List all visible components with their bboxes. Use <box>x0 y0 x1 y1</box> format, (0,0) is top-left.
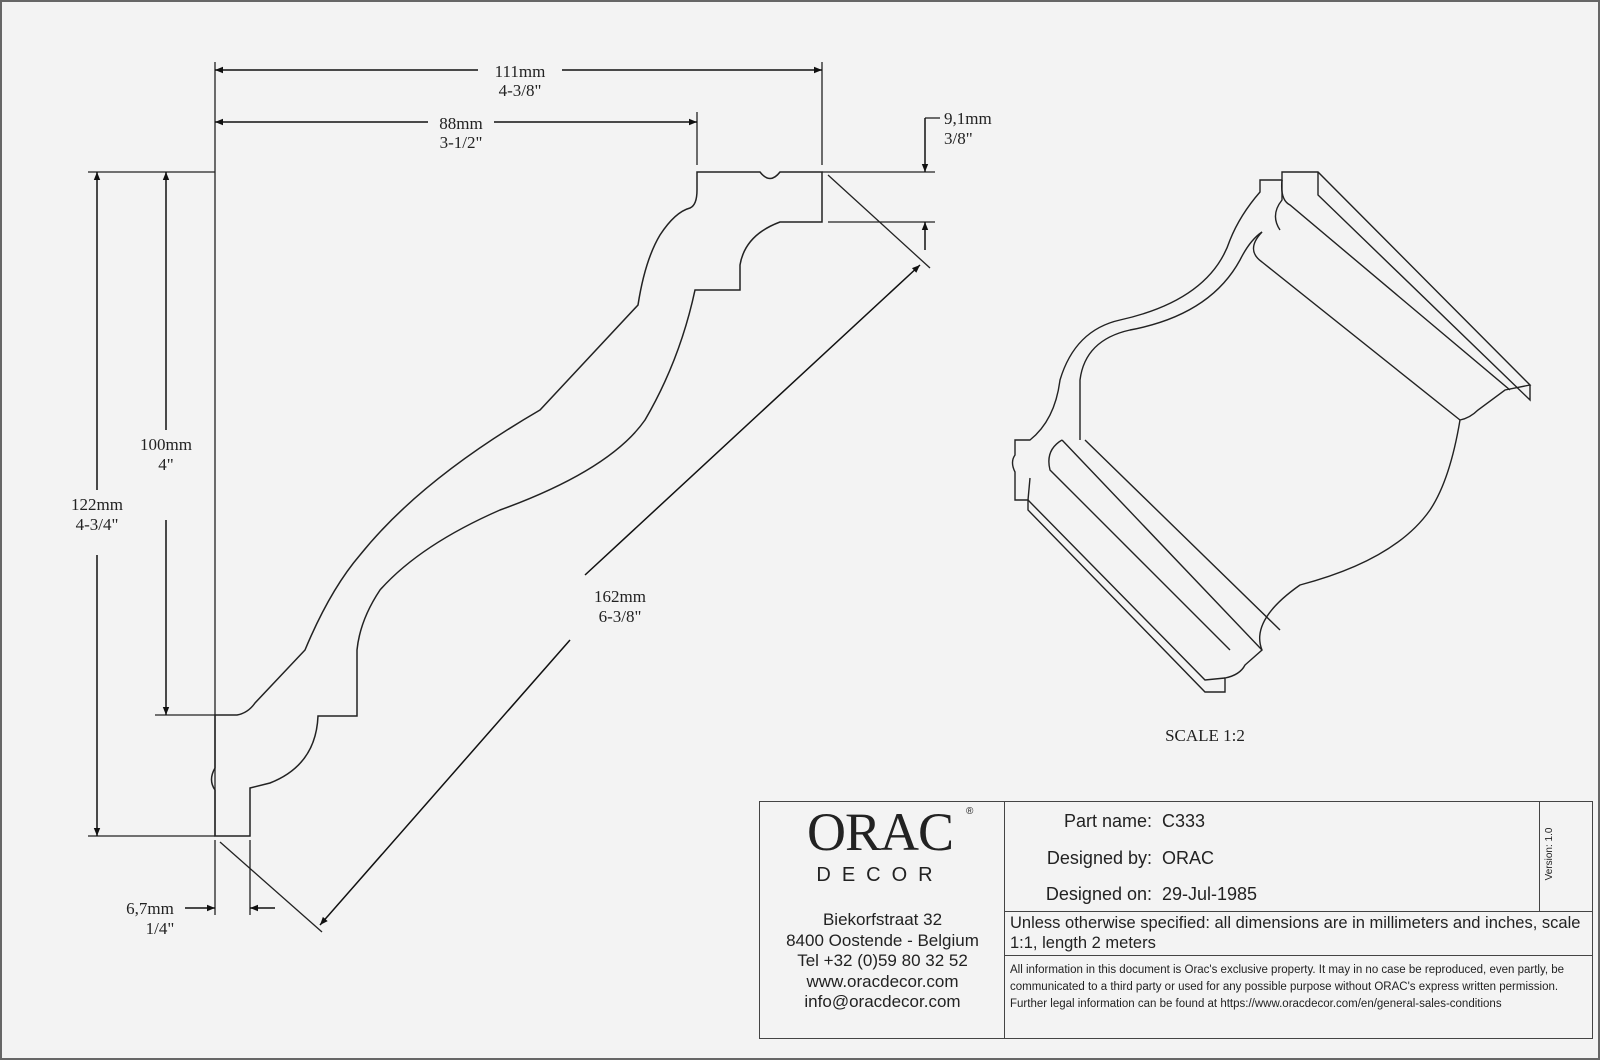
logo-orac: ORAC <box>806 802 954 862</box>
moulding-3d-view <box>1011 171 1532 693</box>
part-name-label: Part name: <box>1063 811 1152 831</box>
designed-by-label: Designed by: <box>1046 848 1152 868</box>
dim-122mm: 122mm <box>71 495 123 514</box>
dim-162-inch: 6-3/8" <box>599 607 642 626</box>
dim-162mm: 162mm <box>594 587 646 606</box>
dimension-labels: 111mm 4-3/8" 88mm 3-1/2" 9,1mm 3/8" 100m… <box>71 62 992 938</box>
dim-100mm: 100mm <box>140 435 192 454</box>
profile-section <box>210 171 823 837</box>
dim-9mm: 9,1mm <box>944 109 992 128</box>
dim-122-inch: 4-3/4" <box>76 515 119 534</box>
dim-9-inch: 3/8" <box>944 129 973 148</box>
dim-6mm: 6,7mm <box>126 899 174 918</box>
dim-111-inch: 4-3/8" <box>499 81 542 100</box>
version-label: Version: 1.0 <box>1544 827 1555 881</box>
dim-88-inch: 3-1/2" <box>440 133 483 152</box>
dim-6-inch: 1/4" <box>146 919 175 938</box>
units-note-cell <box>1004 911 1593 956</box>
company-address: Biekorfstraat 32 8400 Oostende - Belgium… <box>760 910 1005 1013</box>
address-email[interactable]: info@oracdecor.com <box>804 992 961 1011</box>
designed-by-value: ORAC <box>1162 848 1215 868</box>
dim-100-inch: 4" <box>158 455 173 474</box>
address-website[interactable]: www.oracdecor.com <box>806 971 959 991</box>
legal-notice: All information in this document is Orac… <box>1010 964 1565 1010</box>
registered-icon: ® <box>966 806 974 817</box>
units-note: Unless otherwise specified: all dimensio… <box>1010 914 1581 952</box>
address-phone: Tel +32 (0)59 80 32 52 <box>797 951 968 970</box>
part-name-value: C333 <box>1162 811 1206 831</box>
scale-label: SCALE 1:2 <box>1165 726 1245 745</box>
designed-on-label: Designed on: <box>1045 884 1152 904</box>
designed-on-value: 29-Jul-1985 <box>1162 884 1258 904</box>
dim-88mm: 88mm <box>439 114 482 133</box>
dim-111mm: 111mm <box>495 62 546 81</box>
extension-lines <box>88 62 940 933</box>
dimension-lines <box>93 66 929 926</box>
address-street: Biekorfstraat 32 <box>822 910 943 929</box>
logo-decor: DECOR <box>816 864 944 886</box>
address-city: 8400 Oostende - Belgium <box>786 930 979 950</box>
